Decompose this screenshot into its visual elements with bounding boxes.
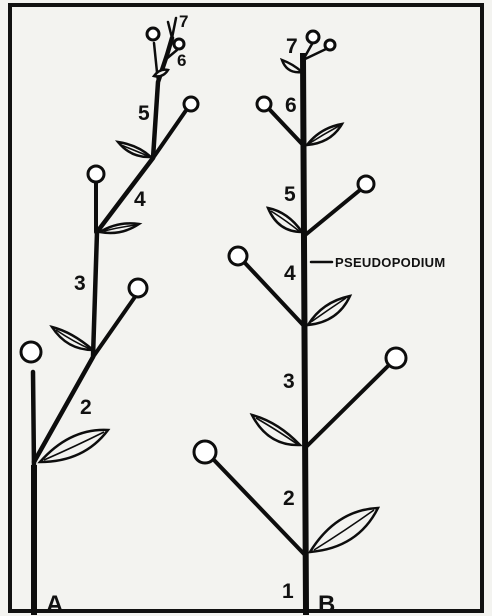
panel-b-main-axis bbox=[303, 56, 306, 612]
panel-a-segment-7: 7 bbox=[179, 12, 188, 31]
panel-a-spathe-2 bbox=[52, 327, 93, 350]
pseudopodium-label: PSEUDOPODIUM bbox=[335, 255, 446, 270]
panel-b-spathe-3 bbox=[308, 296, 350, 325]
panel-a-sporangium-2 bbox=[129, 279, 147, 297]
panel-b-branch-2 bbox=[305, 366, 388, 448]
panel-b-spathe-2 bbox=[252, 415, 300, 445]
panel-b: 1 2 3 4 5 6 7 PSEUDOPODIUM B bbox=[194, 31, 446, 616]
panel-b-sporangium-6 bbox=[307, 31, 319, 43]
panel-a-sporangium-1 bbox=[21, 342, 41, 362]
panel-a: 2 3 4 5 6 7 A bbox=[21, 12, 198, 616]
panel-a-spathe-4 bbox=[118, 142, 151, 157]
panel-b-sporangium-1 bbox=[194, 441, 216, 463]
panel-a-segment-5: 5 bbox=[138, 102, 150, 125]
panel-b-segment-5: 5 bbox=[284, 183, 296, 206]
panel-a-label: A bbox=[46, 591, 63, 616]
panel-a-sympodium bbox=[34, 38, 172, 462]
panel-b-branch-4 bbox=[304, 190, 360, 236]
figure-frame bbox=[10, 5, 482, 611]
panel-a-sporangium-4 bbox=[184, 97, 198, 111]
panel-a-sporangium-5 bbox=[147, 28, 159, 40]
panel-b-spathe-4 bbox=[268, 208, 302, 232]
panel-a-sporangium-3 bbox=[88, 166, 104, 182]
panel-b-sporangium-4 bbox=[358, 176, 374, 192]
panel-b-sporangium-7 bbox=[325, 40, 335, 50]
panel-b-segment-3: 3 bbox=[283, 370, 295, 393]
panel-a-segment-6: 6 bbox=[177, 51, 186, 70]
panel-b-sporangium-3 bbox=[229, 247, 247, 265]
panel-a-spathe-3 bbox=[100, 223, 139, 233]
panel-b-spathe-6 bbox=[282, 60, 302, 72]
panel-b-spathe-1 bbox=[310, 508, 378, 552]
panel-b-label: B bbox=[318, 591, 335, 616]
panel-a-basal-stalk bbox=[33, 372, 34, 468]
panel-a-sporangium-6 bbox=[174, 39, 184, 49]
panel-b-sporangium-5 bbox=[257, 97, 271, 111]
panel-b-segment-7: 7 bbox=[286, 35, 298, 58]
panel-b-spathe-5 bbox=[307, 124, 342, 145]
panel-b-segment-2: 2 bbox=[283, 487, 295, 510]
panel-a-segment-3: 3 bbox=[74, 272, 86, 295]
panel-b-sporangium-2 bbox=[386, 348, 406, 368]
panel-b-segment-6: 6 bbox=[285, 94, 297, 117]
panel-a-segment-4: 4 bbox=[134, 188, 146, 211]
panel-a-segment-2: 2 bbox=[80, 396, 92, 419]
panel-a-branch-2 bbox=[93, 294, 137, 357]
panel-a-apex bbox=[168, 18, 176, 38]
panel-a-branch-4 bbox=[153, 109, 187, 158]
panel-b-segment-1: 1 bbox=[282, 580, 294, 603]
panel-b-segment-4: 4 bbox=[284, 262, 296, 285]
